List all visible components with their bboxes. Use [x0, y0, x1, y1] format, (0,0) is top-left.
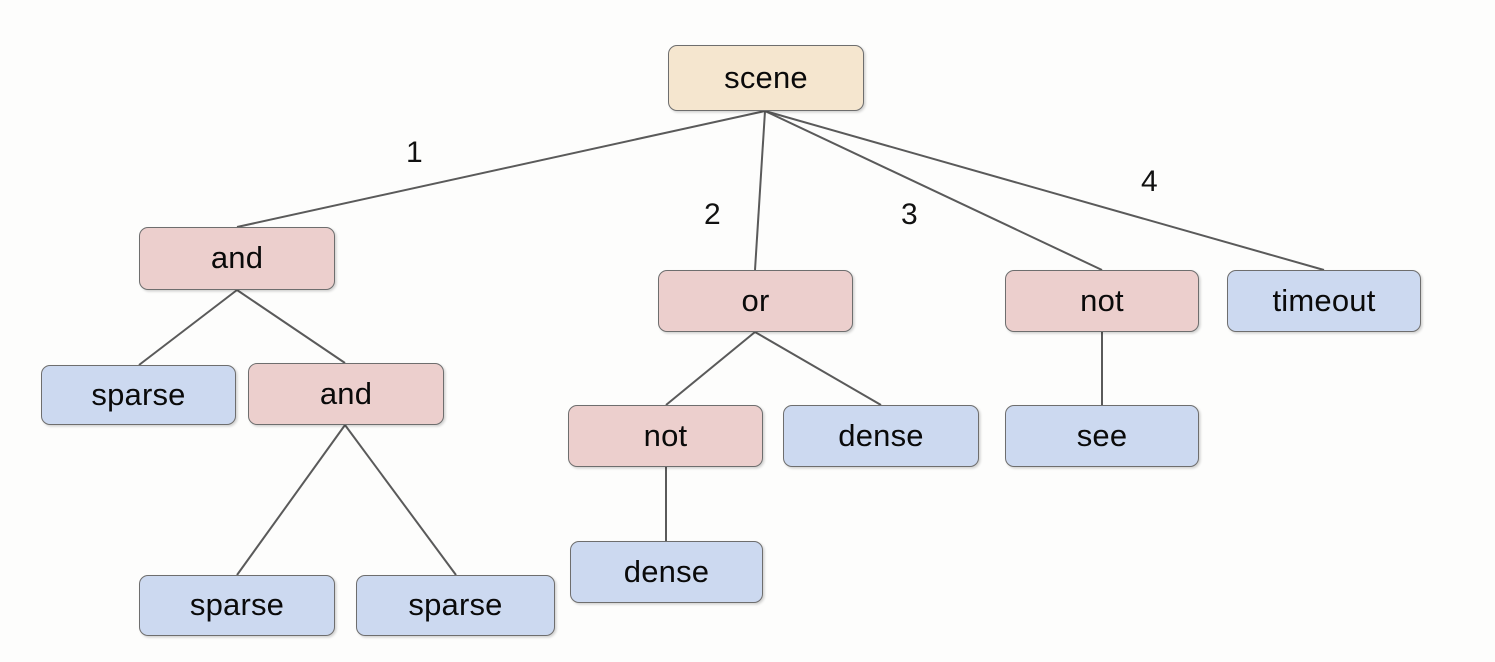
tree-edge-scene-to-and1 — [236, 110, 766, 228]
tree-node-dense1[interactable]: dense — [783, 405, 979, 467]
tree-edge-scene-to-or1 — [754, 110, 766, 271]
tree-node-dense2[interactable]: dense — [570, 541, 763, 603]
edge-label-2: 2 — [704, 198, 721, 231]
tree-node-label: sparse — [408, 587, 503, 622]
tree-node-label: and — [210, 240, 264, 275]
tree-node-label: sparse — [189, 587, 285, 622]
tree-node-sparse2[interactable]: sparse — [139, 575, 335, 636]
tree-node-label: scene — [724, 59, 808, 95]
tree-node-label: dense — [838, 417, 924, 453]
tree-node-and1[interactable]: and — [139, 227, 335, 290]
tree-edge-and2-to-sparse3 — [344, 424, 457, 576]
tree-node-sparse3[interactable]: sparse — [356, 575, 555, 636]
edge-label-1: 1 — [406, 136, 423, 169]
tree-node-scene[interactable]: scene — [668, 45, 864, 111]
tree-node-and2[interactable]: and — [248, 363, 444, 425]
tree-edge-and2-to-sparse2 — [236, 424, 346, 576]
edge-label-3: 3 — [901, 198, 918, 231]
tree-node-label: not — [643, 417, 688, 453]
tree-node-label: and — [319, 375, 373, 411]
edge-label-4: 4 — [1141, 165, 1158, 198]
tree-node-label: dense — [623, 553, 710, 589]
tree-node-label: see — [1076, 417, 1128, 453]
tree-node-label: timeout — [1272, 282, 1376, 318]
tree-node-see1[interactable]: see — [1005, 405, 1199, 467]
tree-edge-scene-to-timeout1 — [764, 110, 1325, 271]
tree-node-label: not — [1080, 282, 1124, 318]
tree-node-sparse1[interactable]: sparse — [41, 365, 236, 425]
tree-edge-or1-to-not2 — [665, 331, 756, 406]
tree-edge-and1-to-and2 — [236, 289, 346, 364]
tree-node-or1[interactable]: or — [658, 270, 853, 332]
tree-node-not2[interactable]: not — [568, 405, 763, 467]
tree-node-label: or — [741, 282, 770, 318]
tree-node-not1[interactable]: not — [1005, 270, 1199, 332]
tree-edge-or1-to-dense1 — [754, 331, 882, 406]
tree-node-label: sparse — [91, 376, 186, 412]
tree-edge-scene-to-not1 — [764, 110, 1103, 271]
tree-node-timeout1[interactable]: timeout — [1227, 270, 1421, 332]
tree-edge-and1-to-sparse1 — [138, 289, 238, 366]
